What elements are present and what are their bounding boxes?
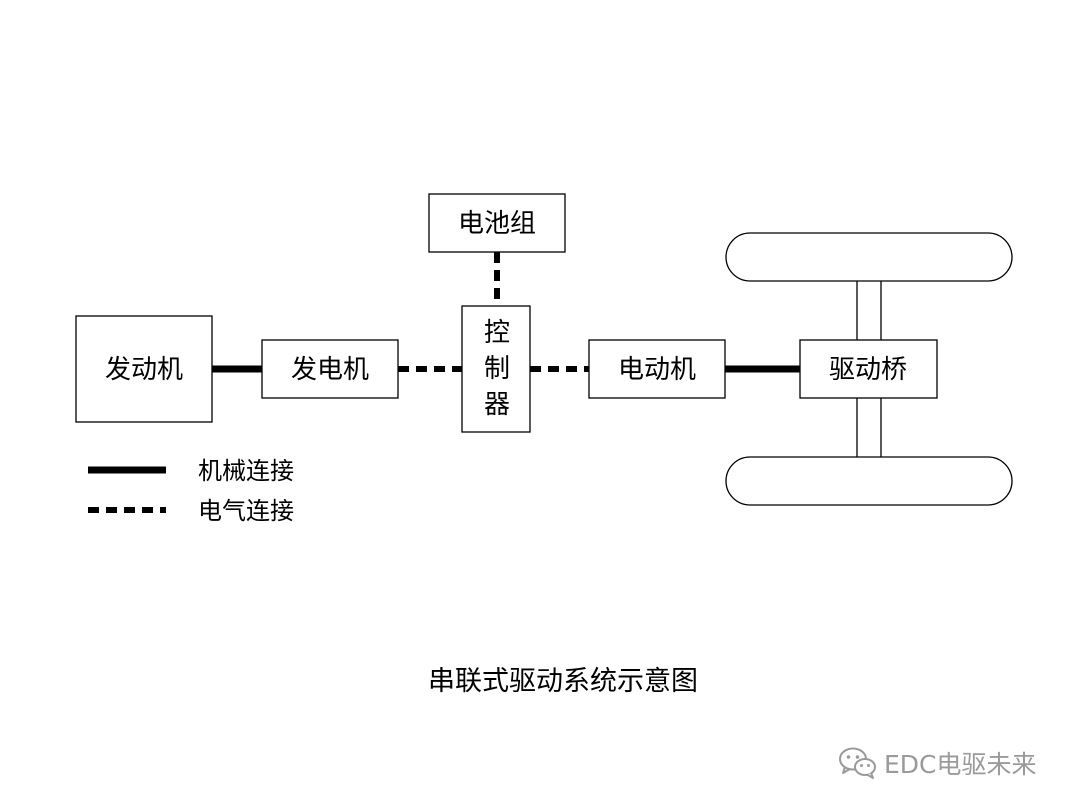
- legend: 机械连接 电气连接: [88, 457, 294, 525]
- engine-node: 发动机: [75, 315, 213, 423]
- wechat-icon: [839, 747, 876, 779]
- watermark: EDC电驱未来: [838, 745, 1037, 781]
- controller-label-char-2: 制: [484, 354, 510, 384]
- controller-node: 控 制 器: [461, 305, 531, 433]
- upper-wheel: [725, 232, 1013, 282]
- diagram-caption: 串联式驱动系统示意图: [428, 666, 698, 697]
- legend-electrical-label: 电气连接: [198, 497, 294, 525]
- drive-axle-node: 驱动桥: [799, 339, 938, 399]
- generator-label: 发电机: [291, 355, 369, 385]
- axle-shaft: [856, 281, 882, 457]
- controller-label-char-1: 控: [484, 318, 510, 348]
- controller-label-char-3: 器: [484, 390, 510, 420]
- lower-wheel: [725, 456, 1013, 506]
- engine-label: 发动机: [105, 355, 183, 385]
- watermark-text: EDC电驱未来: [884, 750, 1037, 779]
- legend-mechanical-label: 机械连接: [198, 457, 294, 485]
- generator-node: 发电机: [261, 339, 399, 399]
- drive-axle-label: 驱动桥: [829, 355, 907, 385]
- battery-node: 电池组: [428, 193, 566, 253]
- battery-label: 电池组: [458, 209, 536, 239]
- motor-node: 电动机: [588, 339, 726, 399]
- motor-label: 电动机: [618, 355, 696, 385]
